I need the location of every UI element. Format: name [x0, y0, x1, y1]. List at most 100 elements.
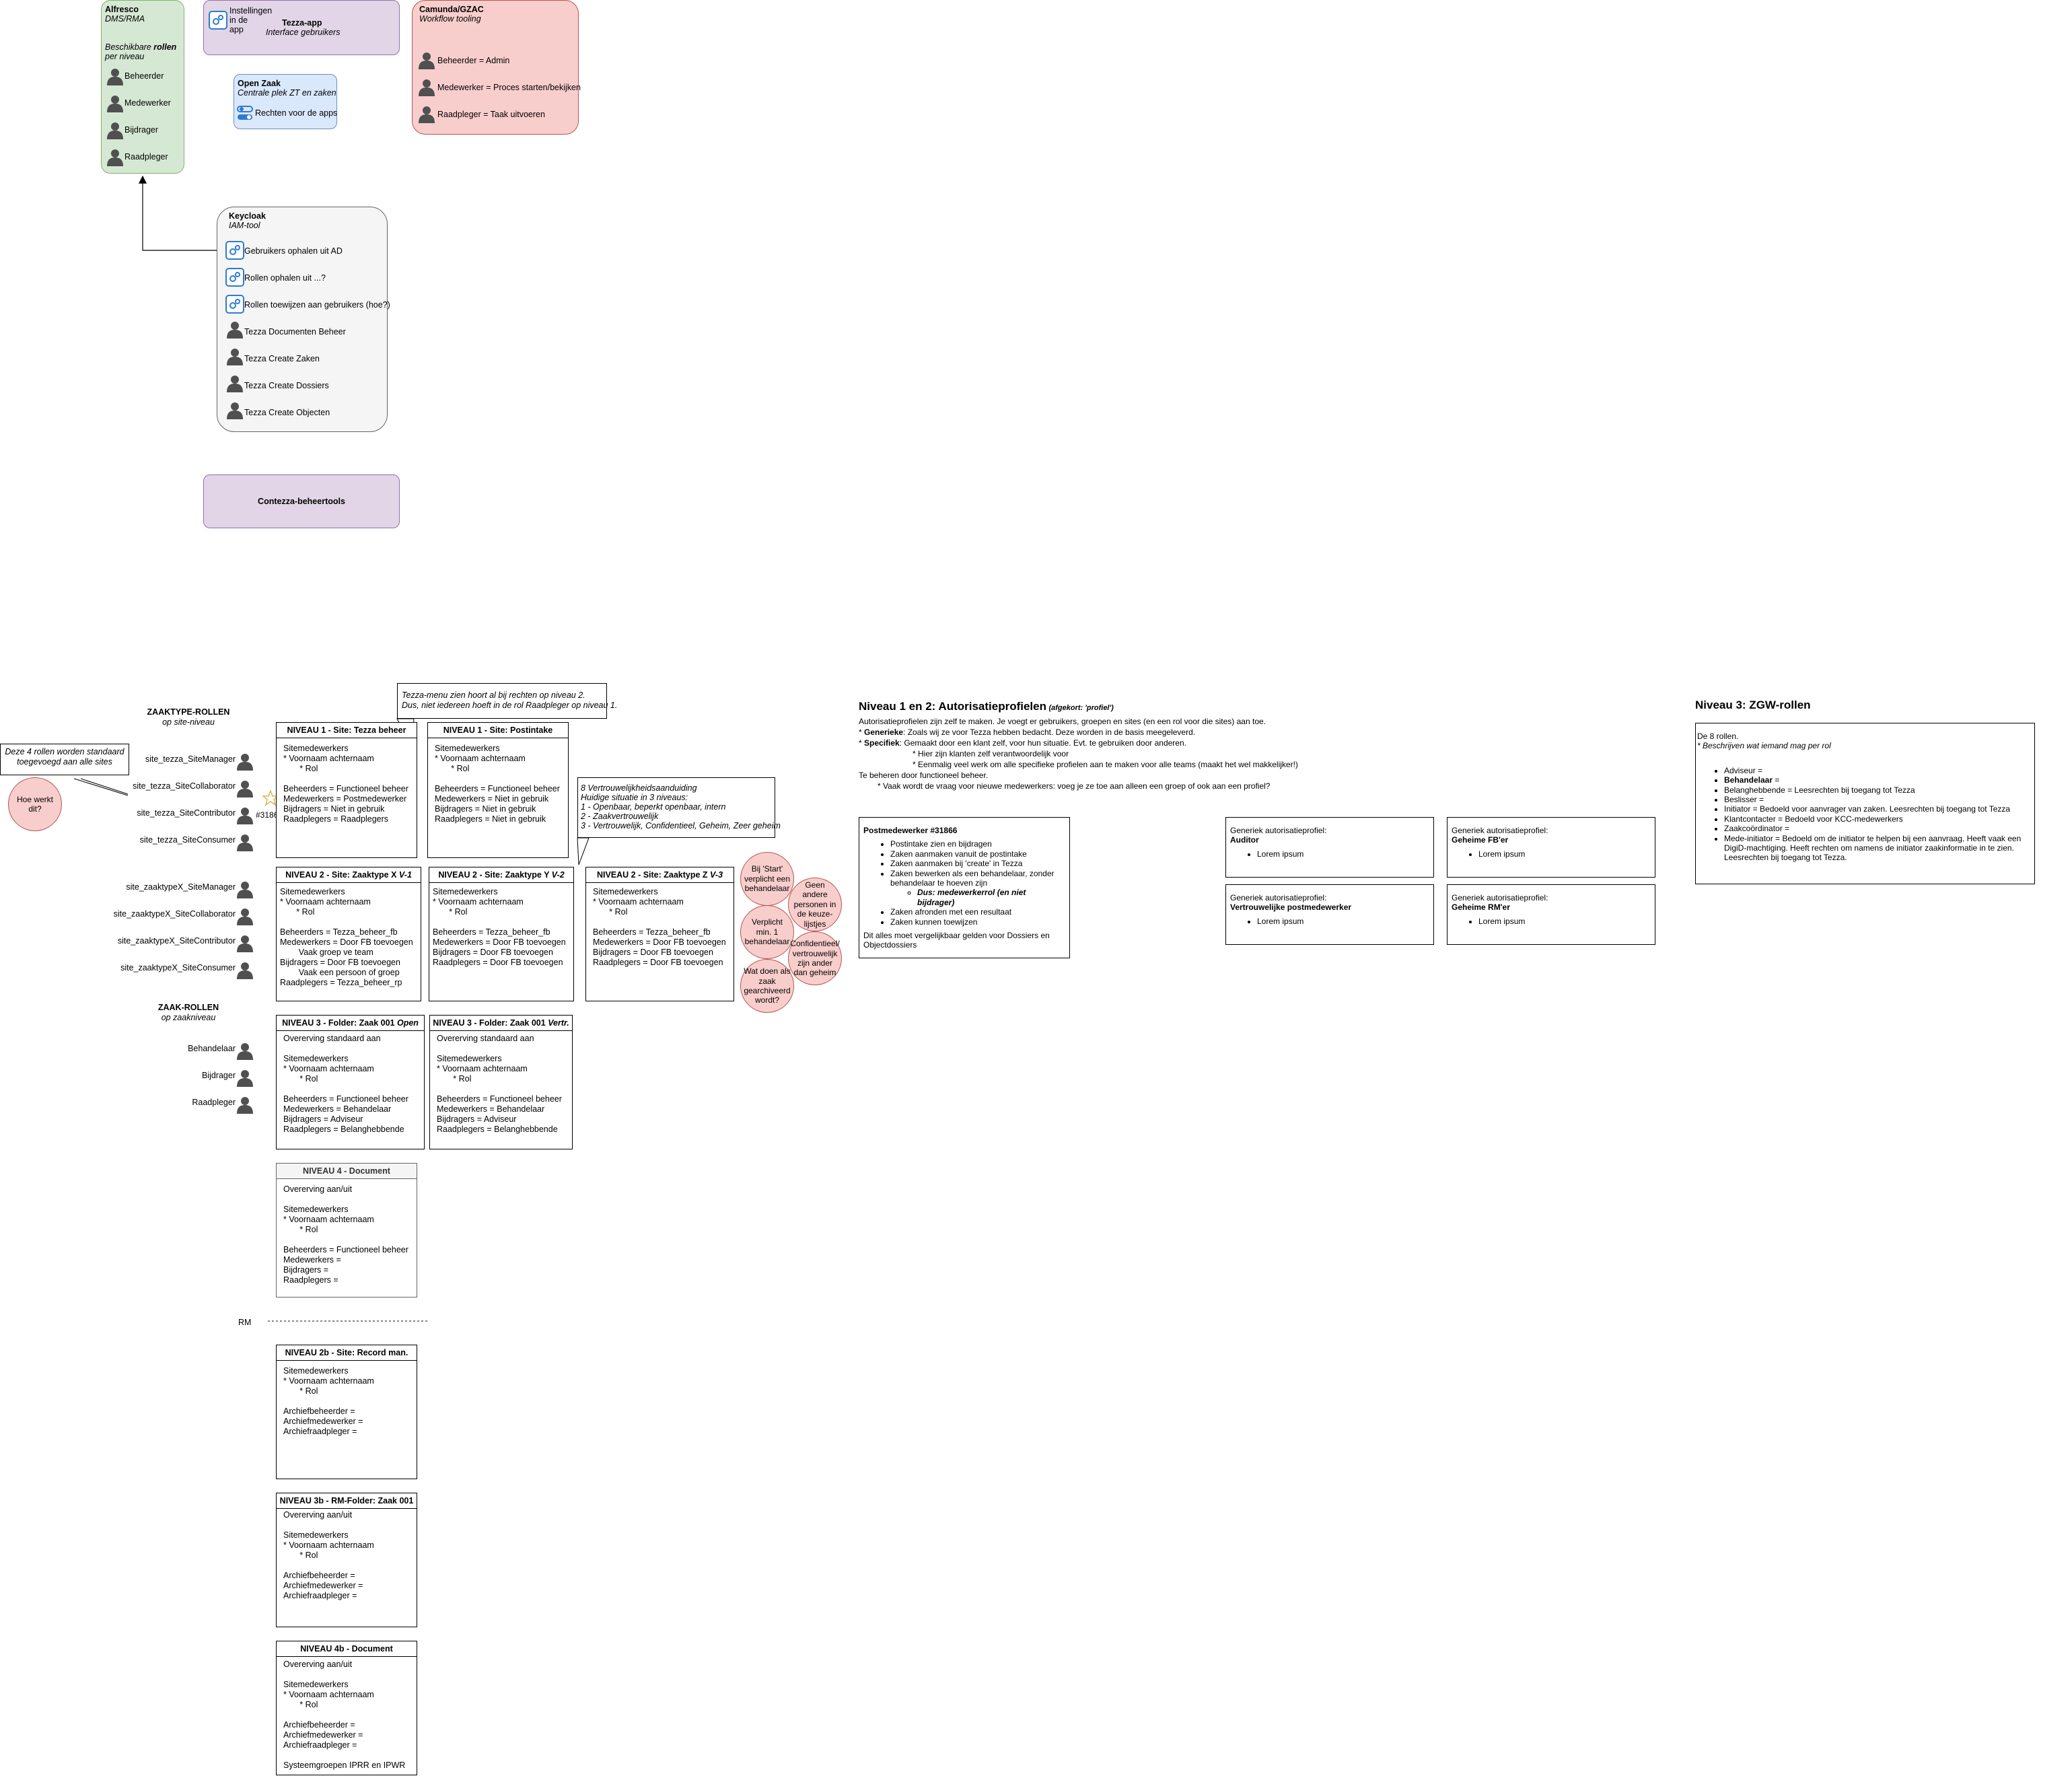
contezza-title: Contezza-beheertools [258, 496, 345, 506]
role-raadpleger: Raadpleger [192, 1098, 236, 1107]
level-title: NIVEAU 3 - Folder: Zaak 001 Open [277, 1016, 424, 1031]
alfresco-role-label: Raadpleger [124, 152, 168, 162]
person-icon [237, 962, 253, 979]
role-zaaktype-manager: site_zaaktypeX_SiteManager [126, 882, 236, 892]
level-title: NIVEAU 1 - Site: Postintake [428, 723, 568, 738]
person-icon [227, 321, 243, 339]
tezza-app-subtitle: Interface gebruikers [266, 28, 341, 37]
list-item: Beslisser = [1724, 795, 2033, 804]
contezza-panel: Contezza-beheertools [203, 474, 400, 528]
profile-post-title: Postmedewerker #31866 [863, 826, 958, 835]
level-n2-z: NIVEAU 2 - Site: Zaaktype Z V-3 Sitemede… [585, 867, 734, 1001]
list-item: Adviseur = [1724, 766, 2033, 775]
person-icon [107, 95, 123, 112]
alfresco-role-label: Beheerder [124, 71, 164, 81]
list-item: Lorem ipsum [1478, 849, 1651, 859]
gear-icon [225, 268, 244, 287]
profile-post-footer: Dit alles moet vergelijkbaar gelden voor… [863, 930, 1050, 950]
level-title: NIVEAU 2 - Site: Zaaktype Z V-3 [586, 867, 734, 883]
person-icon [107, 122, 123, 139]
question-2: Geen andere personen in de keuze-lijstje… [788, 878, 842, 931]
level-n2-x: NIVEAU 2 - Site: Zaaktype X V-1 Sitemede… [276, 867, 421, 1001]
keycloak-person-item-2: Tezza Create Zaken [244, 354, 320, 363]
zgw-list: Adviseur = Behandelaar = Belanghebbende … [1697, 766, 2033, 863]
generic-name: Auditor [1230, 835, 1259, 845]
list-item: Postintake zien en bijdragen [890, 839, 1065, 849]
keycloak-title: Keycloak [229, 211, 266, 221]
level-body: Overerving aan/uit Sitemedewerkers * Voo… [283, 1660, 406, 1770]
keycloak-gear-item-3: Rollen toewijzen aan gebruikers (hoe?) [244, 300, 390, 310]
person-icon [227, 375, 243, 392]
gear-icon [225, 241, 244, 260]
gear-icon [209, 11, 227, 30]
list-item: Zaken afronden met een resultaat [890, 907, 1065, 917]
list-item: Lorem ipsum [1257, 917, 1429, 926]
generic-name: Vertrouwelijke postmedewerker [1230, 902, 1352, 913]
list-item: Zaakcoördinator = [1724, 824, 2033, 833]
list-item: Mede-initiator = Bedoeld om de initiator… [1724, 834, 2033, 863]
person-icon [237, 881, 253, 898]
camunda-item-2: Medewerker = Proces starten/bekijken [437, 83, 581, 92]
alfresco-title: Alfresco [105, 5, 139, 14]
person-icon [419, 79, 435, 96]
person-icon [107, 68, 123, 85]
person-icon [419, 106, 435, 123]
list-item: Lorem ipsum [1478, 917, 1651, 926]
zgw-heading: Niveau 3: ZGW-rollen [1695, 699, 1811, 711]
profile-geheime-rm: Generiek autorisatieprofiel: Geheime RM'… [1447, 884, 1655, 945]
alfresco-intro: Beschikbare rollen [105, 42, 177, 52]
profiles-line-1: Autorisatieprofielen zijn zelf te maken.… [859, 717, 1266, 726]
level-n2b: NIVEAU 2b - Site: Record man. Sitemedewe… [276, 1345, 417, 1479]
role-site-contributor: site_tezza_SiteContributor [137, 808, 236, 818]
profiles-line-4: * Hier zijn klanten zelf verantwoordelij… [913, 749, 1069, 758]
alfresco-intro-2: per niveau [105, 52, 145, 61]
keycloak-subtitle: IAM-tool [229, 221, 260, 230]
callout-vertrouwelijk: 8 Vertrouwelijkheidsaanduiding Huidige s… [577, 777, 781, 838]
profiles-line-6: Te beheren door functioneel beheer. [859, 771, 989, 780]
zaak-rollen-title: ZAAK-ROLLEN [157, 1003, 219, 1012]
person-icon [237, 935, 253, 952]
tezza-app-title: Tezza-app [282, 18, 322, 28]
list-item: Dus: medewerkerrol (en niet bijdrager) [917, 888, 1065, 907]
toggle-icon [237, 106, 253, 120]
level-title: NIVEAU 4b - Document [277, 1641, 417, 1657]
generic-name: Geheime RM'er [1452, 902, 1510, 913]
camunda-panel: Camunda/GZAC Workflow tooling Beheerder … [412, 0, 581, 135]
keycloak-panel: Keycloak IAM-tool Gebruikers ophalen uit… [217, 207, 390, 432]
person-icon [237, 1069, 253, 1087]
level-title: NIVEAU 3 - Folder: Zaak 001 Vertr. [430, 1016, 572, 1031]
profiles-line-7: * Vaak wordt de vraag voor nieuwe medewe… [878, 781, 1271, 791]
zgw-box: De 8 rollen. * Beschrijven wat iemand ma… [1695, 723, 2035, 884]
alfresco-subtitle: DMS/RMA [105, 14, 145, 24]
role-site-manager: site_tezza_SiteManager [145, 754, 236, 764]
default-roles-pointer [73, 778, 129, 796]
level-n3-vertr: NIVEAU 3 - Folder: Zaak 001 Vertr. Overe… [429, 1015, 573, 1149]
person-icon [237, 908, 253, 925]
level-body: Sitemedewerkers * Voornaam achternaam * … [593, 887, 726, 967]
rm-label: RM [238, 1318, 252, 1327]
person-icon [227, 402, 243, 419]
generic-label: Generiek autorisatieprofiel: [1452, 893, 1548, 902]
alfresco-role-label: Bijdrager [124, 125, 159, 135]
open-zaak-subtitle: Centrale plek ZT en zaken [238, 88, 336, 98]
person-icon [237, 1096, 253, 1114]
list-item: Zaken bewerken als een behandelaar, zond… [890, 869, 1065, 888]
role-bijdrager: Bijdrager [201, 1071, 236, 1080]
list-item: Behandelaar = [1724, 775, 2033, 785]
camunda-item-1: Beheerder = Admin [437, 56, 510, 65]
person-icon [107, 149, 123, 166]
open-zaak-item: Rechten voor de apps [255, 108, 338, 118]
level-n1-post: NIVEAU 1 - Site: Postintake Sitemedewerk… [427, 722, 569, 858]
level-body: Sitemedewerkers * Voornaam achternaam * … [435, 744, 560, 824]
question-4: Confidentieel/ vertrouwelijk zijn ander … [788, 931, 842, 985]
generic-label: Generiek autorisatieprofiel: [1230, 893, 1327, 902]
list-item: Belanghebbende = Leesrechten bij toegang… [1724, 785, 2033, 795]
level-body: Sitemedewerkers * Voornaam achternaam * … [280, 887, 413, 987]
camunda-item-3: Raadpleger = Taak uitvoeren [437, 110, 545, 119]
profiles-line-3: * Specifiek: Gemaakt door een klant zelf… [859, 738, 1186, 748]
keycloak-person-item-4: Tezza Create Objecten [244, 408, 330, 417]
generic-label: Generiek autorisatieprofiel: [1230, 826, 1327, 835]
level-title: NIVEAU 3b - RM-Folder: Zaak 001 [277, 1493, 417, 1509]
list-item: Zaken aanmaken vanuit de postintake [890, 849, 1065, 859]
person-icon [237, 780, 253, 797]
